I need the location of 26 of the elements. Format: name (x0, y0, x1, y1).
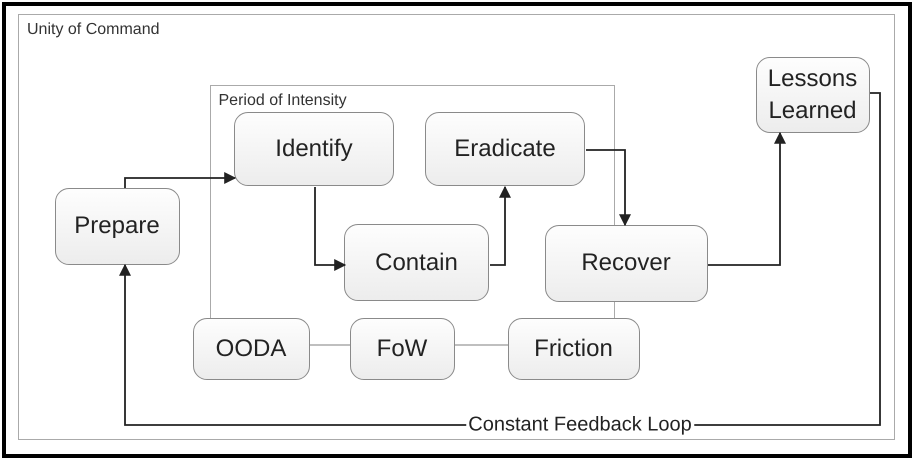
process-box (192, 318, 310, 380)
process-box (344, 224, 489, 301)
box-label: Lessons Learned (766, 64, 858, 126)
box-label: Identify (275, 134, 353, 164)
process-box (350, 318, 454, 380)
edge-label: Constant Feedback Loop (466, 414, 694, 436)
arrow (708, 132, 786, 266)
arrow (124, 172, 236, 188)
box-label: Friction (534, 334, 613, 364)
box-label: Prepare (74, 211, 160, 242)
box-label: OODA (216, 334, 286, 364)
box-label: Recover (581, 248, 671, 278)
process-box (544, 224, 708, 302)
group-title: Period of Intensity (218, 92, 347, 110)
box-label: Eradicate (454, 134, 556, 164)
box-label: FoW (376, 334, 428, 364)
process-box (756, 56, 870, 132)
process-box (234, 112, 394, 186)
process-box (508, 318, 640, 380)
arrow (490, 186, 511, 266)
group-title: Unity of Command (27, 21, 160, 39)
process-box (425, 112, 585, 186)
arrow (314, 187, 346, 271)
arrow (586, 149, 631, 226)
box-label: Contain (375, 248, 458, 278)
process-box (54, 188, 180, 264)
